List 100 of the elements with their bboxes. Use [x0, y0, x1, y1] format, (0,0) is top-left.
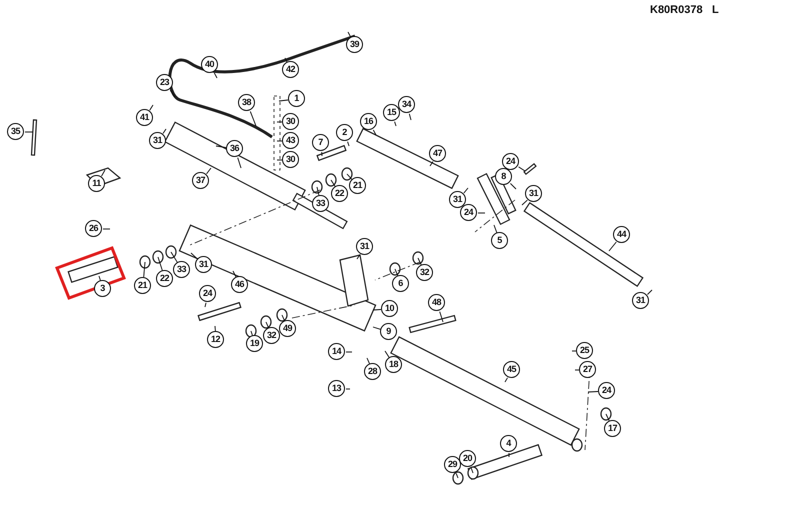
leader-line	[356, 254, 360, 260]
callout-number: 6	[392, 275, 409, 292]
leader-line	[470, 467, 474, 474]
callout-number: 39	[346, 36, 363, 53]
callout-number: 12	[207, 331, 224, 348]
callout-number: 30	[282, 151, 299, 168]
callout-number: 1	[288, 90, 305, 107]
callout-number: 43	[282, 132, 299, 149]
callout-number: 8	[495, 168, 512, 185]
callout-number: 13	[328, 380, 345, 397]
callout-number: 47	[429, 145, 446, 162]
leader-line	[372, 309, 382, 310]
leader-line	[646, 290, 652, 296]
leader-line	[418, 258, 422, 266]
leader-line	[347, 141, 350, 146]
leader-line	[508, 452, 510, 458]
callout-number: 21	[349, 177, 366, 194]
leader-line	[456, 472, 458, 478]
leader-line	[101, 170, 106, 177]
leader-line	[158, 256, 163, 271]
leader-line	[606, 414, 610, 422]
callout-number: 28	[364, 363, 381, 380]
callout-number: 46	[231, 276, 248, 293]
callout-number: 32	[263, 327, 280, 344]
callout-number: 35	[7, 123, 24, 140]
leader-line	[143, 262, 146, 278]
callout-number: 49	[279, 320, 296, 337]
leader-line	[321, 152, 322, 156]
callout-number: 31	[195, 256, 212, 273]
leader-line	[572, 350, 576, 352]
callout-number: 36	[226, 140, 243, 157]
callout-number: 31	[149, 132, 166, 149]
callout-number: 31	[525, 185, 542, 202]
callout-number: 34	[398, 96, 415, 113]
callout-number: 40	[201, 56, 218, 73]
sheet-letter: L	[712, 4, 719, 16]
leader-line	[478, 212, 486, 214]
callout-number: 26	[85, 220, 102, 237]
leader-line	[214, 326, 216, 332]
callout-number: 23	[156, 74, 173, 91]
leader-line	[204, 302, 206, 308]
leader-line	[102, 228, 110, 230]
callout-number: 33	[173, 261, 190, 278]
callout-number: 20	[459, 450, 476, 467]
leader-line	[522, 200, 528, 206]
leader-line	[510, 182, 516, 190]
leader-line	[282, 314, 285, 322]
leader-line	[463, 188, 468, 194]
leader-line	[266, 322, 269, 328]
callout-number: 4	[500, 435, 517, 452]
callout-number: 24	[502, 153, 519, 170]
callout-number: 15	[383, 104, 400, 121]
callout-number: 24	[460, 204, 477, 221]
leader-line	[149, 104, 154, 111]
leader-line	[190, 252, 198, 260]
callout-number: 44	[613, 226, 630, 243]
leader-line	[237, 157, 242, 168]
leader-line	[384, 350, 390, 358]
callout-number: 42	[282, 61, 299, 78]
callout-number: 30	[282, 113, 299, 130]
callout-number: 2	[336, 124, 353, 141]
callout-number: 22	[331, 185, 348, 202]
callout-number: 27	[579, 361, 596, 378]
leader-line	[504, 377, 508, 382]
leader-line	[170, 90, 176, 98]
callout-number: 22	[156, 270, 173, 287]
leader-line	[216, 146, 227, 148]
leader-line	[518, 166, 526, 172]
leader-line	[394, 121, 396, 126]
leader-line	[276, 140, 282, 142]
callout-number: 11	[88, 175, 105, 192]
leader-line	[170, 252, 178, 263]
callout-number: 5	[491, 232, 508, 249]
callout-number: 31	[632, 292, 649, 309]
callout-number: 3	[94, 280, 111, 297]
leader-line	[316, 186, 320, 196]
callout-number: 29	[444, 456, 461, 473]
callout-number: 17	[604, 420, 621, 437]
leader-line	[372, 326, 381, 330]
leader-line	[214, 72, 218, 78]
callout-number: 33	[312, 195, 329, 212]
leader-line	[608, 242, 617, 252]
leader-line	[330, 180, 336, 187]
callout-number: 9	[380, 323, 397, 340]
callout-number: 38	[238, 94, 255, 111]
leader-line	[494, 224, 498, 234]
leader-line	[430, 161, 434, 166]
leader-line	[372, 129, 376, 136]
callout-number: 32	[416, 264, 433, 281]
leader-line	[588, 391, 598, 392]
leader-line	[346, 174, 352, 180]
callout-number: 37	[192, 172, 209, 189]
leader-line	[348, 32, 352, 38]
leader-line	[408, 113, 412, 120]
leader-line	[278, 100, 289, 102]
leader-line	[250, 110, 256, 126]
leader-line	[162, 128, 166, 134]
callout-number: 45	[503, 361, 520, 378]
leader-line	[394, 268, 398, 276]
leader-line	[206, 168, 212, 174]
